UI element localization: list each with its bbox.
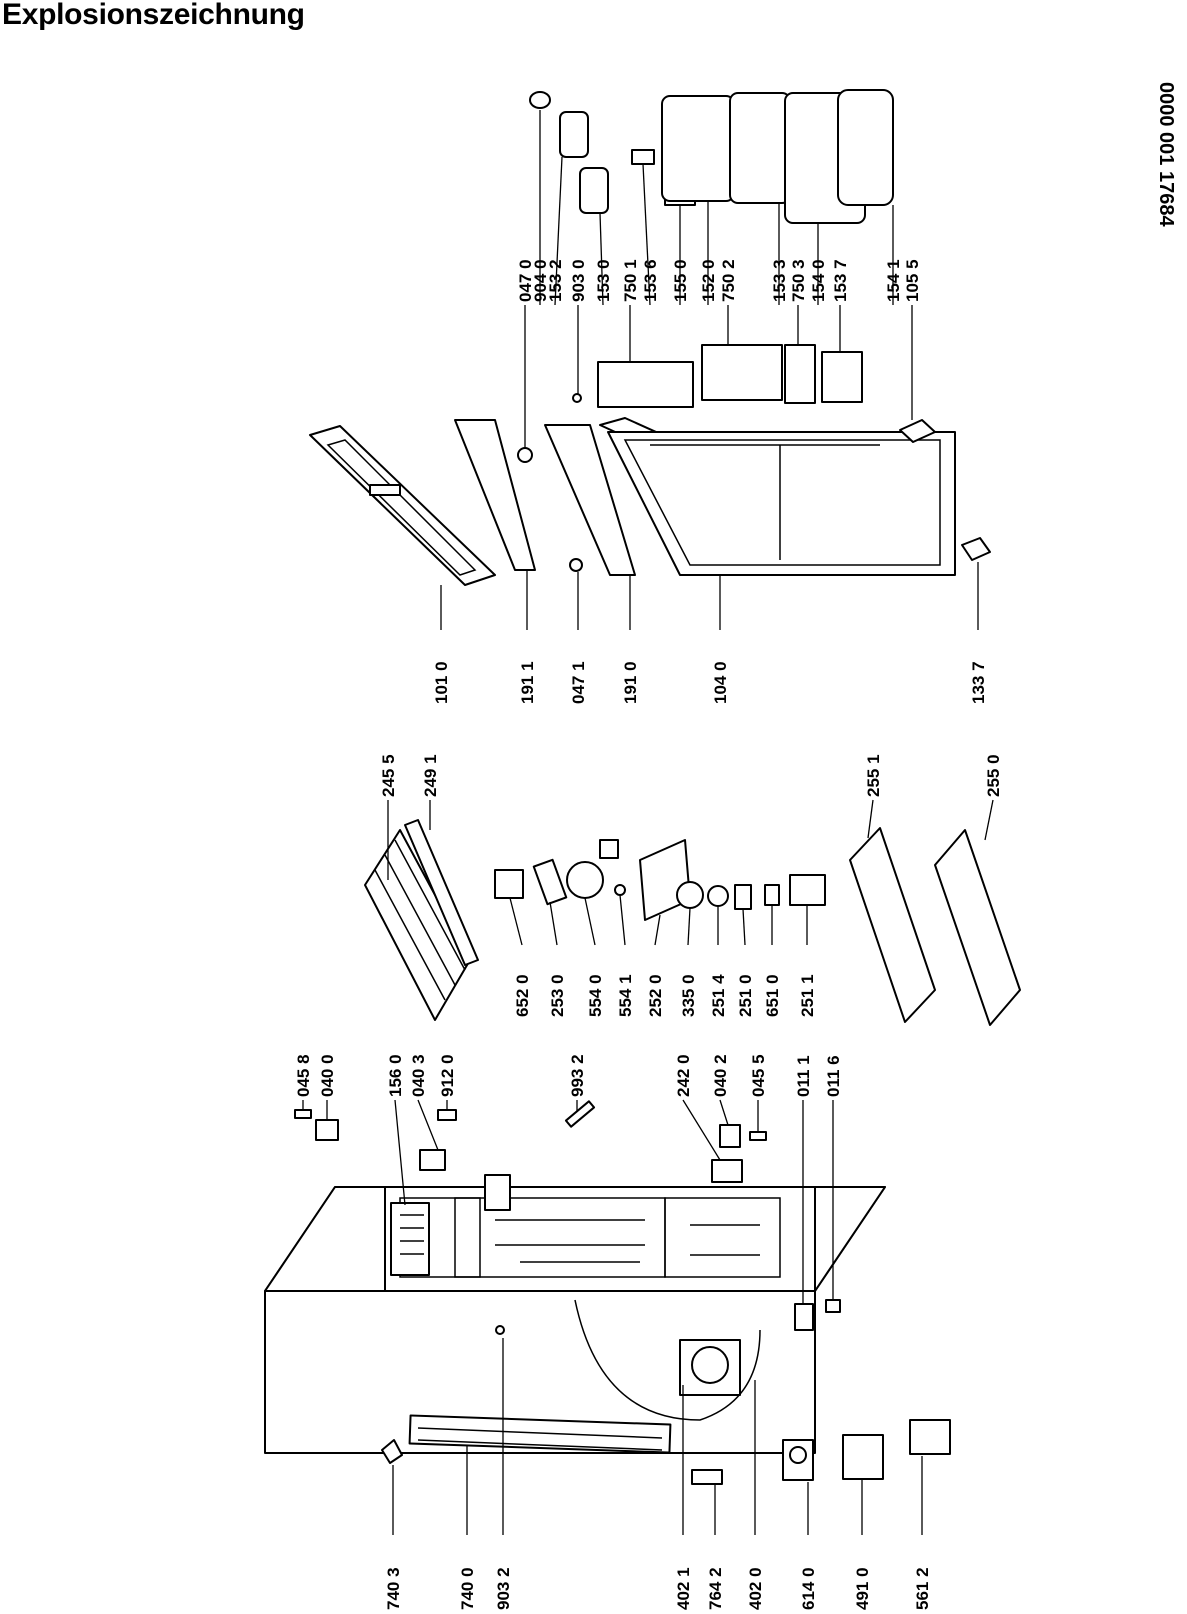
part-label: 253 0 <box>548 974 567 1017</box>
part-label: 011 6 <box>824 1055 843 1097</box>
part-label: 191 1 <box>518 661 537 704</box>
condenser-drawing <box>408 1414 672 1454</box>
part-label: 154 0 <box>809 259 828 302</box>
part-label: 153 6 <box>641 259 660 302</box>
part-label: 764 2 <box>706 1567 725 1610</box>
crisper-plates-drawing <box>849 827 1021 1026</box>
wire-shelf-drawing <box>364 819 479 1021</box>
part-label: 561 2 <box>913 1567 932 1610</box>
part-label: 047 1 <box>569 661 588 704</box>
door-shelves-drawing <box>529 89 894 408</box>
part-labels: 740 3 740 0 903 2 402 1 764 2 402 0 614 0 491 0… <box>294 259 1003 1610</box>
part-label: 245 5 <box>379 754 398 797</box>
part-label: 251 1 <box>798 974 817 1017</box>
part-label: 903 0 <box>569 259 588 302</box>
part-label: 156 0 <box>386 1054 405 1097</box>
part-label: 335 0 <box>679 974 698 1017</box>
part-label: 651 0 <box>763 974 782 1017</box>
part-label: 554 0 <box>586 974 605 1017</box>
part-label: 153 0 <box>594 259 613 302</box>
control-parts-drawing <box>494 839 826 921</box>
part-label: 614 0 <box>799 1567 818 1610</box>
part-label: 047 0 <box>516 259 535 302</box>
leader-lines <box>302 110 994 1535</box>
part-label: 191 0 <box>621 661 640 704</box>
part-label: 252 0 <box>646 974 665 1017</box>
part-label: 045 5 <box>749 1054 768 1097</box>
part-label: 750 1 <box>621 259 640 302</box>
part-label: 242 0 <box>674 1054 693 1097</box>
part-label: 040 0 <box>318 1054 337 1097</box>
part-label: 912 0 <box>438 1054 457 1097</box>
part-label: 740 3 <box>384 1567 403 1610</box>
part-label: 255 0 <box>984 754 1003 797</box>
part-label: 101 0 <box>432 661 451 704</box>
part-label: 402 0 <box>746 1567 765 1610</box>
page-title: Explosionszeichnung <box>2 0 305 31</box>
part-label: 133 7 <box>969 661 988 704</box>
part-label: 652 0 <box>513 974 532 1017</box>
part-label: 249 1 <box>421 754 440 797</box>
part-label: 903 2 <box>494 1567 513 1610</box>
part-label: 153 3 <box>770 259 789 302</box>
part-label: 750 3 <box>789 259 808 302</box>
cabinet-drawing <box>264 1149 886 1454</box>
part-label: 255 1 <box>864 754 883 797</box>
part-label: 251 4 <box>709 974 728 1017</box>
part-label: 740 0 <box>458 1567 477 1610</box>
part-label: 040 3 <box>409 1054 428 1097</box>
part-label: 251 0 <box>736 974 755 1017</box>
part-label: 993 2 <box>568 1054 587 1097</box>
part-label: 153 2 <box>546 259 565 302</box>
part-label: 105 5 <box>903 259 922 302</box>
part-label: 554 1 <box>616 974 635 1017</box>
part-label: 402 1 <box>674 1567 693 1610</box>
part-label: 904 0 <box>531 259 550 302</box>
loose-parts-left <box>294 1100 951 1485</box>
part-label: 045 8 <box>294 1054 313 1097</box>
part-label: 155 0 <box>671 259 690 302</box>
door-drawing <box>309 417 991 586</box>
part-label: 154 1 <box>884 259 903 302</box>
part-label: 491 0 <box>853 1567 872 1610</box>
part-label: 153 7 <box>831 259 850 302</box>
part-label: 011 1 <box>794 1055 813 1097</box>
part-label: 750 2 <box>719 259 738 302</box>
part-label: 104 0 <box>711 661 730 704</box>
part-label: 040 2 <box>711 1054 730 1097</box>
part-label: 152 0 <box>699 259 718 302</box>
